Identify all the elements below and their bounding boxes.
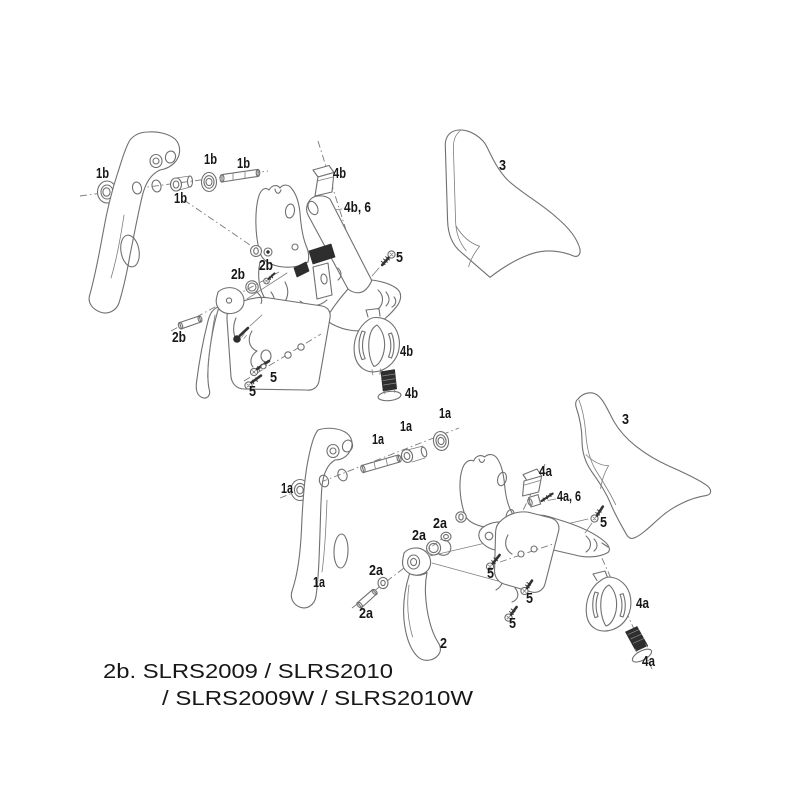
flanged-washer-1a [432, 431, 450, 451]
mounting-screw-a [249, 359, 271, 377]
screw-5-s3 [520, 579, 534, 596]
part-label: 4b, 6 [344, 199, 371, 216]
part-label: 2a [359, 605, 374, 622]
part-label: 2 [440, 635, 447, 652]
part-label: 4a, 6 [557, 488, 581, 505]
part-labels: 1b 1b 1b 1b 2b 2b 2b 4b 4b, 6 5 3 4b 4b … [96, 151, 656, 670]
part-label: 1a [439, 405, 451, 422]
part-label: 2a [412, 527, 427, 544]
part-label: 4a [642, 653, 656, 670]
caption-line-1: 2b. SLRS2009 / SLRS2010 [103, 661, 393, 683]
bushing-1a [400, 445, 428, 463]
grommet-4a-6 [527, 492, 557, 508]
part-label: 5 [509, 615, 516, 632]
part-label: 1a [372, 431, 384, 448]
part-label: 4b [333, 165, 346, 182]
axis-line [183, 199, 254, 248]
cap-4a [522, 468, 543, 497]
mounting-plate-lower [494, 511, 560, 593]
part-label: 5 [487, 565, 494, 582]
part-label: 4a [636, 595, 650, 612]
mounting-plate-upper [226, 296, 331, 391]
flanged-washer-1b [200, 171, 218, 193]
part-label: 2b [172, 329, 186, 346]
bushing-1b [169, 175, 194, 192]
part-label: 2a [433, 515, 448, 532]
part-label: 2a [369, 562, 384, 579]
part-label: 5 [396, 249, 403, 266]
hood-cover-3-lower [575, 392, 712, 539]
return-spring-2b [245, 280, 263, 305]
adjuster-plug-4b [377, 369, 402, 402]
screw-5-s4 [504, 605, 518, 622]
part-label: 1b [96, 165, 109, 182]
shift-paddle-2 [401, 547, 442, 661]
part-label: 1a [400, 418, 412, 435]
part-label: 2b [259, 257, 273, 274]
screw-2b [263, 272, 276, 285]
part-label: 1b [174, 190, 187, 207]
upper-assembly [79, 129, 581, 402]
pin-2b [177, 315, 203, 330]
lower-assembly [279, 392, 712, 670]
mounting-screw-black [233, 314, 263, 343]
trim-cover-4b [353, 307, 400, 376]
part-label: 3 [499, 157, 506, 174]
screw-5-s1 [584, 505, 605, 534]
cap-4b [312, 164, 335, 197]
hood-cover-3-upper [444, 129, 581, 278]
nut-2a [440, 531, 452, 542]
part-label: 1a [313, 574, 325, 591]
screw-5-s2 [485, 553, 501, 571]
adjuster-plug-4a [625, 626, 653, 663]
part-label: 5 [526, 590, 533, 607]
part-label: 2b [231, 266, 245, 283]
washer-2a [377, 576, 389, 590]
brake-lever-blade-1a [290, 427, 354, 609]
part-label: 4a [539, 463, 553, 480]
caption-line-2: / SLRS2009W / SLRS2010W [162, 688, 473, 710]
return-spring-2a [426, 539, 452, 556]
part-label: 3 [622, 411, 629, 428]
caption: 2b. SLRS2009 / SLRS2010 / SLRS2009W / SL… [103, 661, 473, 710]
shift-paddle-2b [195, 287, 245, 399]
part-label: 5 [270, 369, 277, 386]
part-label: 5 [249, 383, 256, 400]
trim-cover-4a [585, 570, 632, 632]
pin-2a [356, 588, 378, 609]
part-label: 4b [400, 343, 413, 360]
part-label: 5 [600, 514, 607, 531]
part-label: 1b [237, 155, 250, 172]
pivot-pin-1a [360, 454, 402, 474]
brake-lever-blade-1b [88, 131, 181, 314]
pivot-pin-1b [219, 168, 261, 183]
screw-5-top [371, 250, 396, 277]
part-label: 1b [204, 151, 217, 168]
mounting-screw-b [244, 374, 263, 390]
shifter-body-upper [246, 184, 402, 335]
part-label: 1a [281, 480, 293, 497]
part-label: 4b [405, 385, 418, 402]
